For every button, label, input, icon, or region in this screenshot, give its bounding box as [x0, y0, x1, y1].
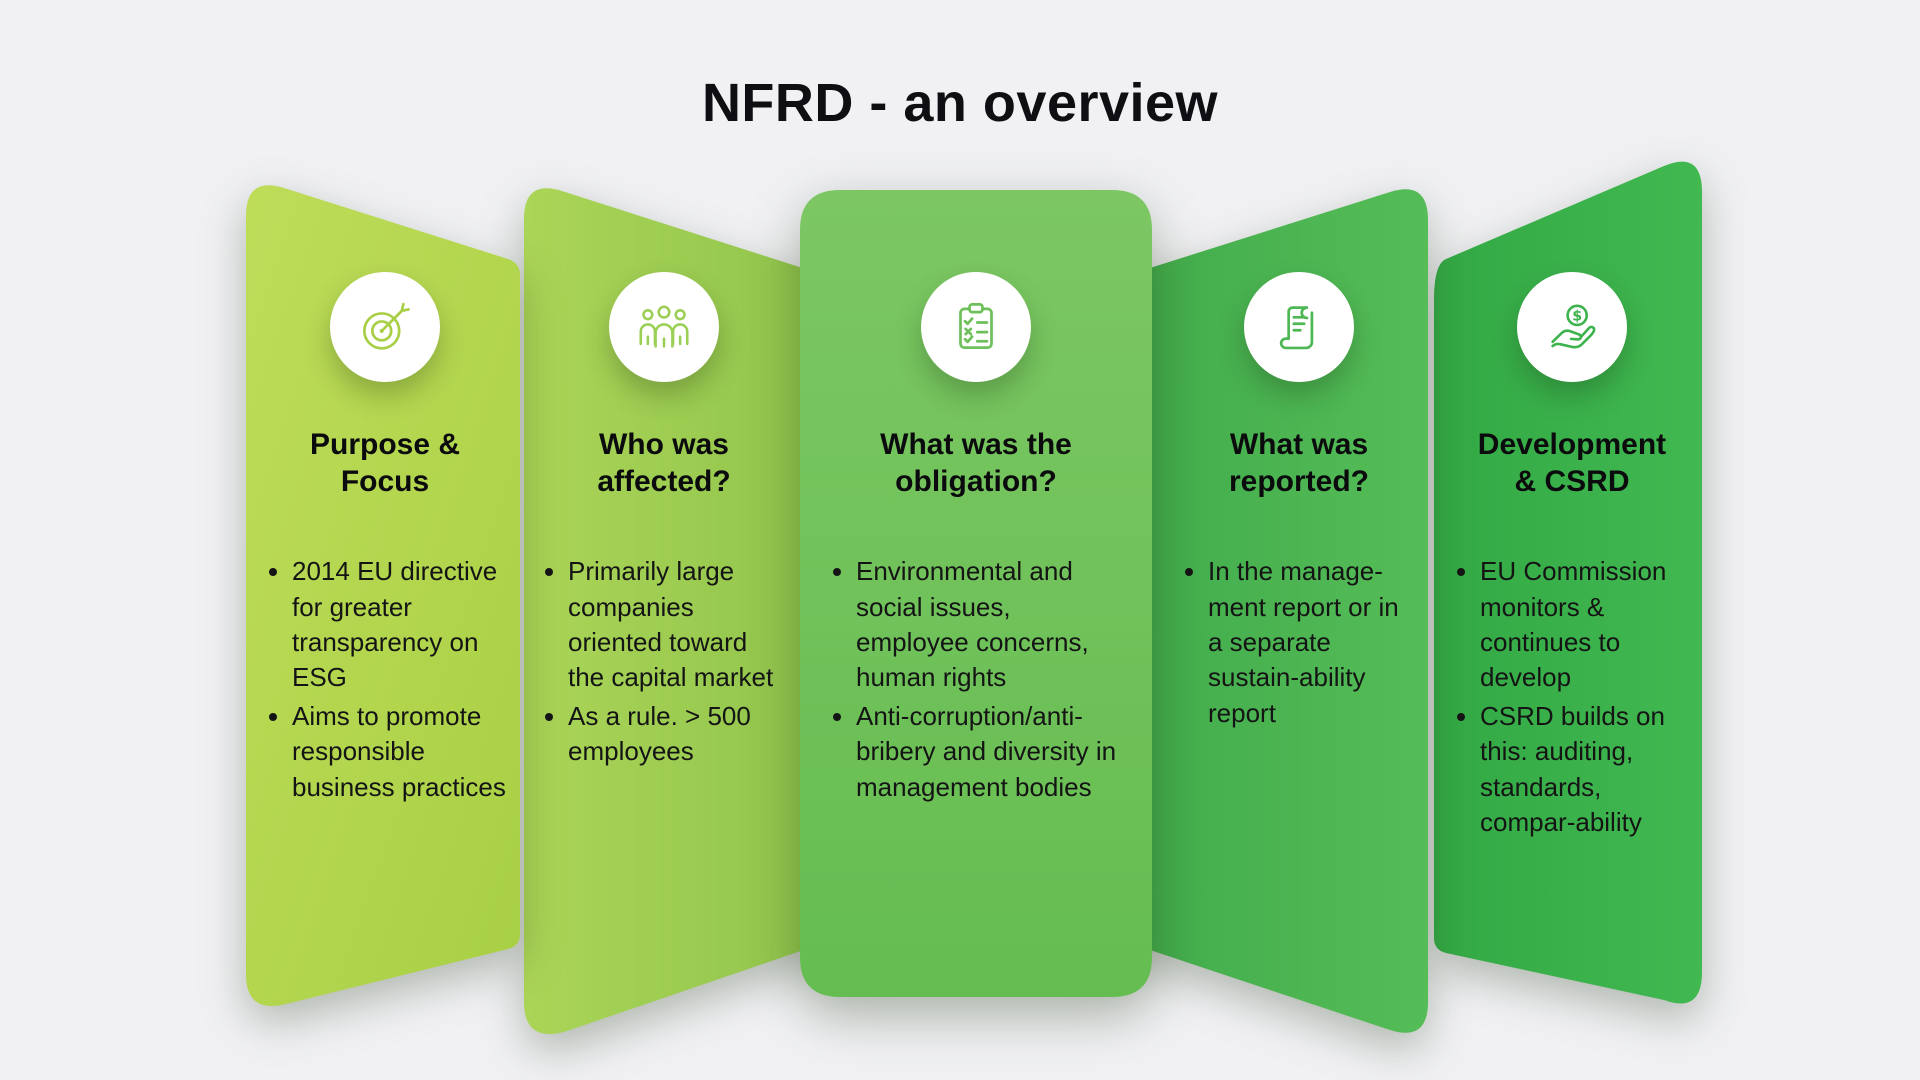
bullet-item: Anti-corruption/anti-bribery and diversi… [856, 699, 1126, 805]
bullet-item: Primarily large companies oriented towar… [568, 554, 790, 695]
panel-heading: Purpose & Focus [309, 428, 461, 499]
page-title: NFRD - an overview [701, 73, 1219, 133]
icon-badge [921, 272, 1031, 382]
bullet-item: 2014 EU directive for greater transparen… [292, 554, 508, 695]
svg-text:$: $ [1572, 309, 1582, 325]
panel-purpose-focus: Purpose & Focus 2014 EU directive for gr… [262, 272, 508, 808]
panel-bullet-list: In the manage-ment report or in a separa… [1178, 554, 1420, 731]
panel-heading: What was the obligation? [880, 428, 1072, 499]
panel-development-csrd: $ Development & CSRD EU Commission monit… [1450, 272, 1694, 843]
people-icon [639, 305, 689, 348]
bullet-item: Environmental and social issues, employe… [856, 554, 1126, 695]
checklist-icon [959, 303, 993, 350]
panel-3-shape [800, 190, 1152, 997]
scroll-icon [1279, 306, 1314, 350]
panel-5-shape [1434, 161, 1702, 1004]
icon-badge [609, 272, 719, 382]
bullet-item: CSRD builds on this: auditing, standards… [1480, 699, 1694, 840]
bullet-item: EU Commission monitors & continues to de… [1480, 554, 1694, 695]
icon-badge: $ [1517, 272, 1627, 382]
hand-coin-icon: $ [1551, 304, 1596, 349]
panel-bullet-list: Primarily large companies oriented towar… [538, 554, 790, 769]
panel-4-shape [1090, 189, 1428, 1033]
bullet-item: As a rule. > 500 employees [568, 699, 790, 770]
panel-bullet-list: Environmental and social issues, employe… [826, 554, 1126, 805]
panel-bullet-list: 2014 EU directive for greater transparen… [262, 554, 508, 805]
bullet-item: Aims to promote responsible business pra… [292, 699, 508, 805]
panel-bullet-list: EU Commission monitors & continues to de… [1450, 554, 1694, 840]
panel-1-shape [246, 185, 520, 1006]
panel-heading: What was reported? [1228, 428, 1369, 499]
panel-who-affected: Who was affected? Primarily large compan… [538, 272, 790, 773]
target-icon [362, 302, 410, 350]
icon-badge [1244, 272, 1354, 382]
panel-reported: What was reported? In the manage-ment re… [1178, 272, 1420, 734]
bullet-item: In the manage-ment report or in a separa… [1208, 554, 1420, 731]
panel-heading: Who was affected? [597, 428, 731, 499]
panel-2-shape [524, 188, 862, 1034]
icon-badge [330, 272, 440, 382]
panel-obligation: What was the obligation? Environmental a… [826, 272, 1126, 808]
panel-heading: Development & CSRD [1477, 428, 1667, 499]
